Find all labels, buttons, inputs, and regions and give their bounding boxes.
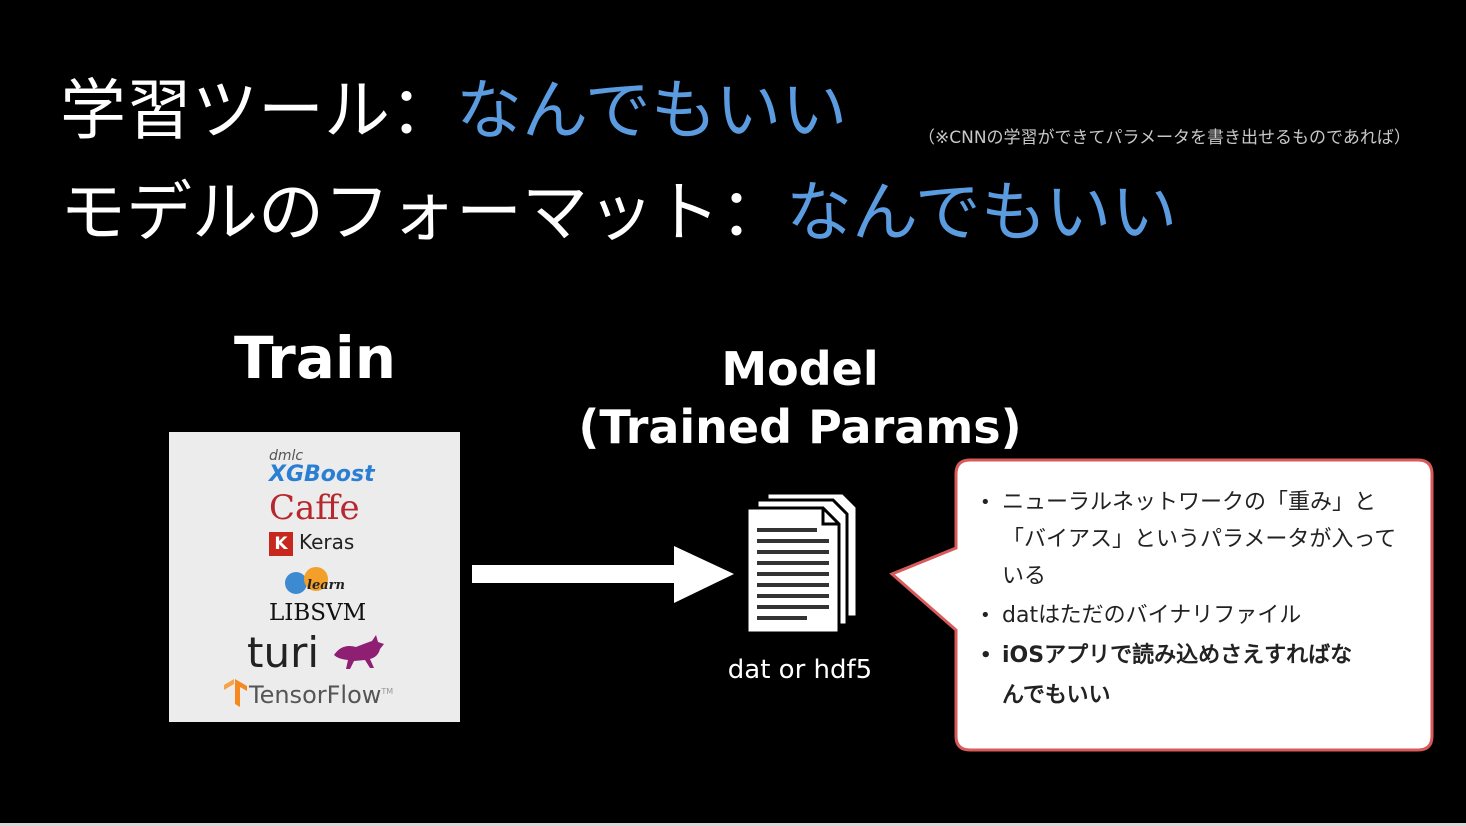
- tensorflow-mark-icon: [224, 679, 247, 707]
- heading-format-label: モデルのフォーマット：: [60, 174, 786, 251]
- dmlc-logo-text: dmlc: [269, 448, 304, 464]
- right-arrow-icon: [472, 545, 734, 609]
- keras-mark-icon: K: [269, 531, 293, 556]
- libsvm-logo: LIBSVM: [269, 600, 367, 626]
- document-stack-icon: [745, 491, 863, 640]
- model-title-line2: (Trained Params): [578, 400, 1022, 454]
- turi-logo: turi: [247, 628, 386, 677]
- caffe-logo: Caffe: [269, 488, 360, 528]
- sklearn-logo: learn: [283, 565, 353, 601]
- heading-format-answer: なんでもいい: [786, 174, 1178, 251]
- heading-note: （※CNNの学習ができてパラメータを書き出せるものであれば）: [918, 128, 1411, 148]
- model-format-caption: dat or hdf5: [727, 655, 873, 685]
- tensorflow-logo-text: TensorFlow: [249, 681, 382, 709]
- tensorflow-trademark: TM: [381, 687, 394, 696]
- callout-item: ニューラルネットワークの「重み」と「バイアス」というパラメータが入っている: [978, 484, 1408, 595]
- sklearn-logo-text: learn: [307, 578, 345, 593]
- callout-item: datはただのバイナリファイル: [978, 597, 1408, 634]
- tensorflow-logo: TensorFlowTM: [223, 678, 393, 709]
- xgboost-logo: XGBoost: [269, 462, 375, 487]
- heading-tools-answer: なんでもいい: [456, 72, 848, 149]
- callout-item-emphasis-text: iOSアプリで読み込めさえすればな: [1002, 643, 1353, 668]
- heading-tools-label: 学習ツール：: [60, 72, 456, 149]
- turi-logo-text: turi: [247, 628, 320, 677]
- callout-item-emphasis-tail: んでもいい: [1002, 683, 1111, 708]
- model-title: Model (Trained Params): [560, 340, 1040, 456]
- train-title: Train: [233, 324, 397, 392]
- sklearn-logo-icon: learn: [285, 567, 345, 594]
- bottom-border: [0, 823, 1466, 826]
- heading-format: モデルのフォーマット：なんでもいい: [60, 180, 1177, 246]
- keras-logo-text: Keras: [299, 530, 355, 554]
- heading-tools: 学習ツール：なんでもいい: [60, 78, 847, 144]
- turi-cat-icon: [334, 635, 385, 669]
- callout-text: ニューラルネットワークの「重み」と「バイアス」というパラメータが入っている da…: [978, 484, 1408, 718]
- model-title-line1: Model: [721, 342, 879, 396]
